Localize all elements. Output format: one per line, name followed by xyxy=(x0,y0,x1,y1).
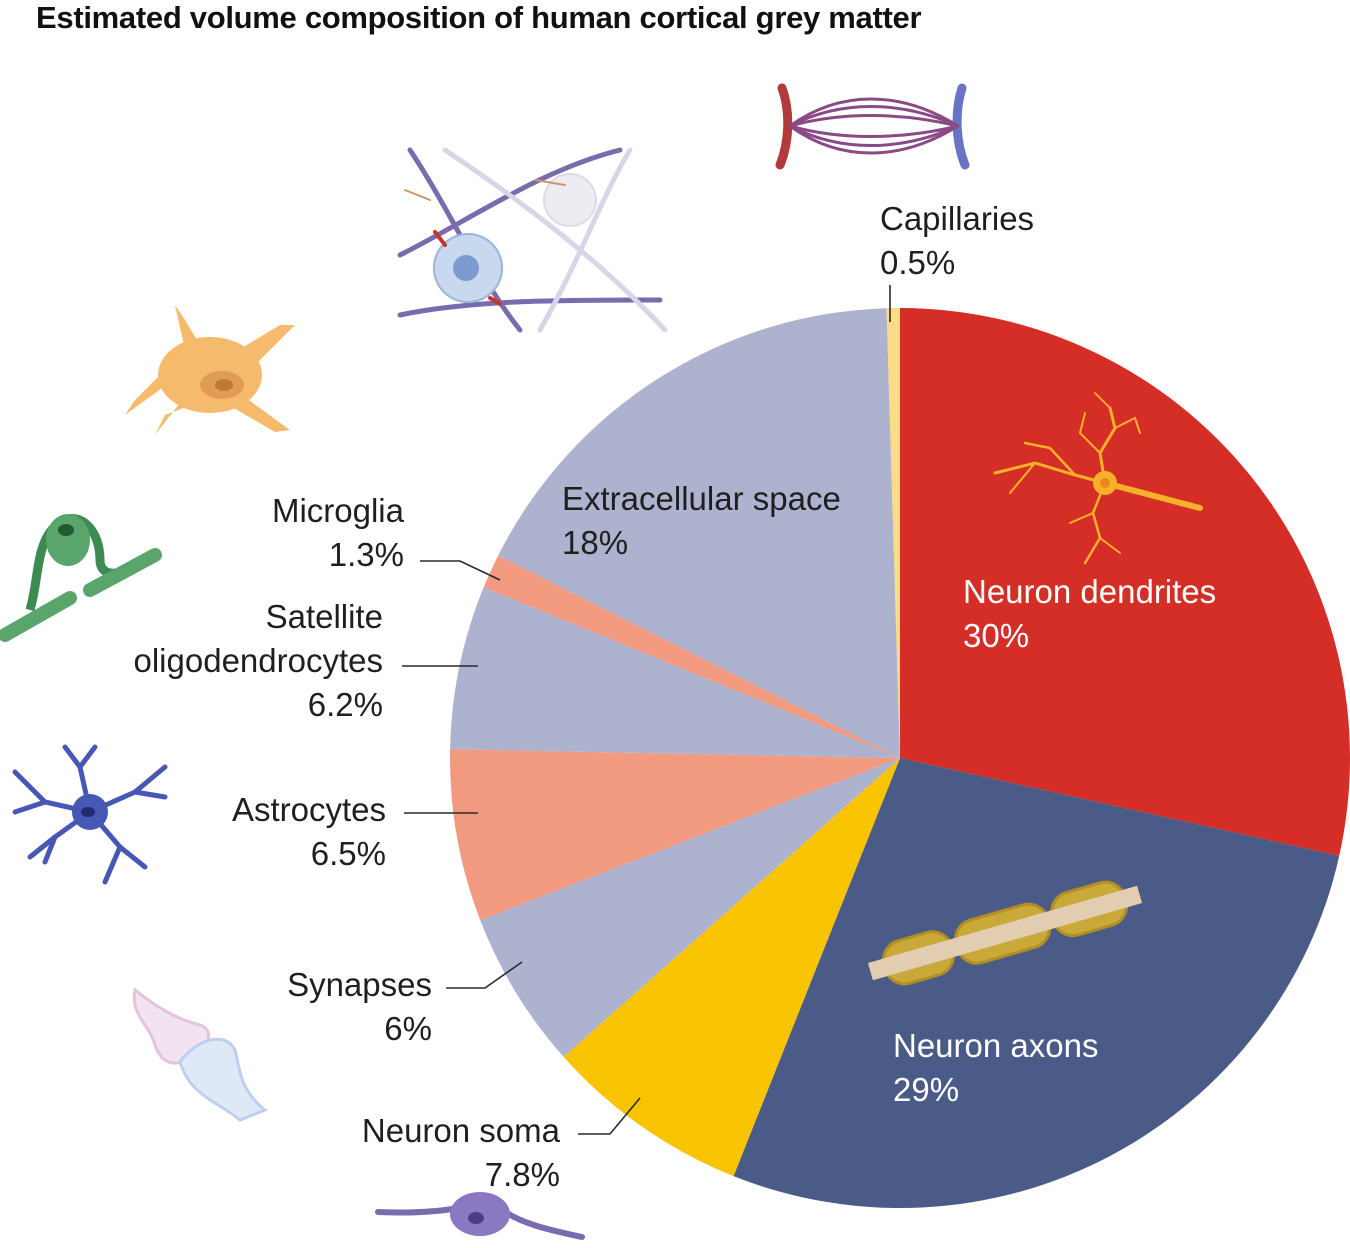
slice-label-satellite-oligodendrocytes-line-1: Satellite xyxy=(266,598,383,635)
slice-label-capillaries: Capillaries xyxy=(880,200,1034,237)
slice-value-capillaries: 0.5% xyxy=(880,244,955,281)
oligodendrocyte-icon xyxy=(12,744,168,885)
slice-satellite-oligodendrocytes xyxy=(450,587,900,758)
slice-value-neuron-axons: 29% xyxy=(893,1071,959,1108)
capillary-icon xyxy=(775,83,970,170)
pie-slices xyxy=(449,308,1350,1208)
extracellular-matrix-icon xyxy=(397,147,668,333)
slice-value-neuron-dendrites: 30% xyxy=(963,617,1029,654)
chart-title: Estimated volume composition of human co… xyxy=(36,0,922,35)
slice-label-extracellular-space: Extracellular space xyxy=(562,480,841,517)
slice-neuron-dendrites xyxy=(900,308,1350,856)
slice-labels: Neuron dendrites 30% Neuron axons 29% Neuron… xyxy=(134,200,1217,1193)
slice-value-neuron-soma: 7.8% xyxy=(485,1156,560,1193)
dendrite-neuron-icon xyxy=(993,392,1203,565)
leader-line-synapses xyxy=(446,961,523,989)
slice-label-astrocytes: Astrocytes xyxy=(232,791,386,828)
astrocyte-icon xyxy=(125,305,295,435)
myelinated-axon-icon xyxy=(867,880,1143,986)
slice-capillaries xyxy=(886,308,900,758)
slice-label-microglia: Microglia xyxy=(272,492,405,529)
slice-label-neuron-dendrites: Neuron dendrites xyxy=(963,573,1216,610)
slice-label-neuron-axons: Neuron axons xyxy=(893,1027,1098,1064)
soma-neuron-icon xyxy=(375,1192,585,1240)
microglia-icon xyxy=(0,514,162,642)
slice-astrocytes xyxy=(449,749,900,921)
slice-value-extracellular-space: 18% xyxy=(562,524,628,561)
slice-synapses xyxy=(480,758,900,1057)
slice-microglia xyxy=(483,555,900,758)
slice-value-microglia: 1.3% xyxy=(329,536,404,573)
leader-line-neuron-soma xyxy=(578,1097,641,1135)
slice-value-satellite-oligodendrocytes: 6.2% xyxy=(308,686,383,723)
slice-value-astrocytes: 6.5% xyxy=(311,835,386,872)
leader-lines xyxy=(402,285,891,1135)
slice-label-satellite-oligodendrocytes-line-2: oligodendrocytes xyxy=(134,642,384,679)
synapse-icon xyxy=(132,987,268,1122)
slice-neuron-axons xyxy=(733,758,1340,1208)
slice-value-synapses: 6% xyxy=(384,1010,432,1047)
leader-line-microglia xyxy=(420,560,501,581)
slice-extracellular-space xyxy=(498,308,900,758)
slice-label-neuron-soma: Neuron soma xyxy=(362,1112,561,1149)
slice-label-synapses: Synapses xyxy=(287,966,432,1003)
slice-neuron-soma xyxy=(563,758,900,1177)
